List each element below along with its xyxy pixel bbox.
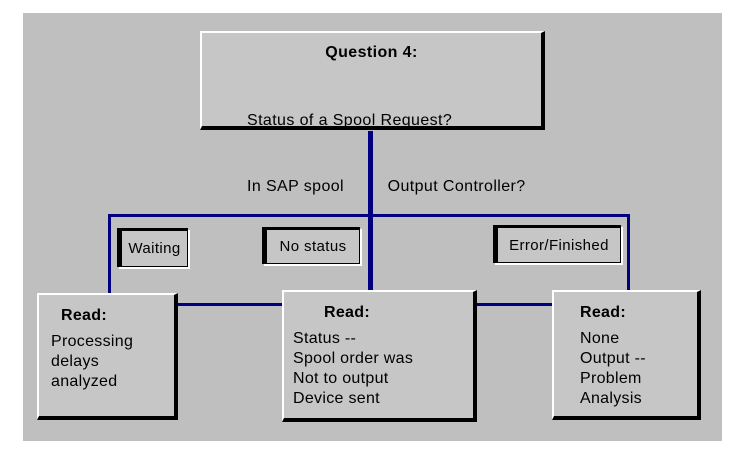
- branch-label-no-status: No status: [262, 227, 360, 264]
- branch-label-no-status-text: No status: [279, 238, 347, 255]
- read-box-no-status-body: Status -- Spool order was Not to output …: [284, 329, 473, 409]
- read-box-no-status-line: Spool order was: [293, 350, 414, 367]
- read-box-error-finished-title: Read:: [580, 304, 626, 321]
- connector-left-to-middle: [178, 303, 282, 306]
- connector-vertical-right: [627, 214, 630, 290]
- question-box: Question 4: Status of a Spool Request? I…: [200, 31, 545, 195]
- question-box-line-1: Status of a Spool Request?: [247, 112, 453, 129]
- diagram-canvas: Question 4: Status of a Spool Request? I…: [23, 13, 722, 441]
- read-box-waiting-body: Processing delays analyzed: [39, 332, 174, 392]
- branch-label-waiting: Waiting: [117, 228, 188, 267]
- branch-label-error-finished: Error/Finished: [493, 225, 621, 263]
- connector-horizontal-main: [108, 214, 630, 217]
- connector-vertical-left: [108, 214, 111, 293]
- read-box-waiting-line: delays: [51, 353, 100, 370]
- read-box-waiting: Read: Processing delays analyzed: [37, 293, 178, 420]
- read-box-error-finished: Read: None Output -- Problem Analysis: [552, 290, 701, 420]
- read-box-error-finished-body: None Output -- Problem Analysis: [554, 329, 697, 409]
- connector-vertical-center: [368, 131, 373, 291]
- read-box-waiting-title: Read:: [61, 307, 107, 324]
- read-box-no-status-line: Status --: [293, 330, 357, 347]
- connector-middle-to-right: [477, 303, 552, 306]
- read-box-waiting-line: analyzed: [51, 373, 118, 390]
- question-box-title: Question 4:: [325, 44, 418, 61]
- read-box-no-status-line: Not to output: [293, 370, 389, 387]
- read-box-error-finished-line: Problem: [580, 370, 642, 387]
- read-box-no-status: Read: Status -- Spool order was Not to o…: [282, 290, 477, 422]
- question-box-body: Status of a Spool Request? In SAP spool …: [202, 66, 541, 242]
- branch-label-error-finished-text: Error/Finished: [509, 236, 609, 254]
- read-box-waiting-line: Processing: [51, 333, 134, 350]
- read-box-error-finished-line: Analysis: [580, 390, 642, 407]
- read-box-error-finished-line: None: [580, 330, 620, 347]
- question-box-line-2: In SAP spool Output Controller?: [247, 178, 526, 195]
- read-box-error-finished-line: Output --: [580, 350, 646, 367]
- read-box-no-status-line: Device sent: [293, 390, 380, 407]
- branch-label-waiting-text: Waiting: [128, 240, 181, 257]
- read-box-no-status-title: Read:: [324, 304, 370, 321]
